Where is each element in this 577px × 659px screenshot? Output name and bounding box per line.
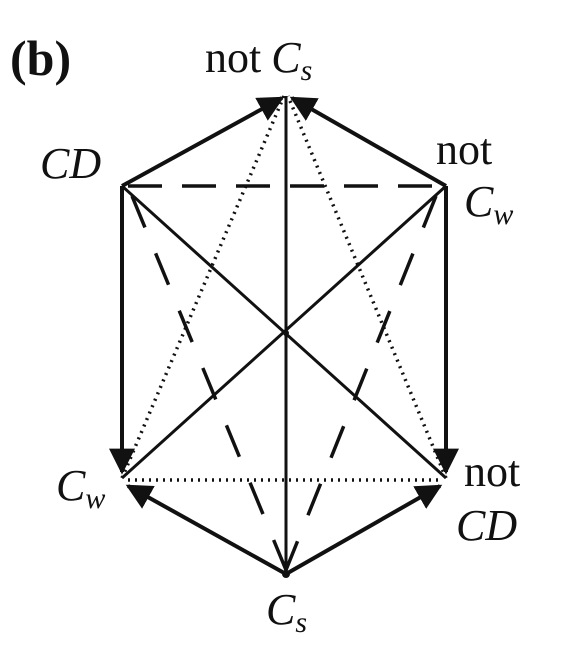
edge-not-cw-to-not-cs (289, 96, 447, 188)
edge-cw-not-cs-dotted (120, 95, 286, 479)
edge-not-cw-cs-dashed (284, 195, 438, 571)
node-label-cd: CD (40, 139, 101, 188)
node-label-not-cw-line2: Cw (464, 177, 513, 231)
edge-cs-to-not-cd (285, 484, 443, 576)
edge-cd-cs-dashed (130, 195, 288, 571)
node-label-not-cw-line1: not (436, 125, 492, 174)
node-dot-center (283, 330, 289, 336)
edge-not-cd-not-cs-dotted (286, 95, 448, 479)
panel-label: (b) (10, 30, 71, 86)
node-dot-cs (282, 570, 290, 578)
node-label-not-cd-line2: CD (456, 501, 517, 550)
node-label-not-cd-line1: not (464, 447, 520, 496)
edge-cs-to-cw (125, 484, 287, 576)
node-label-cs: Cs (266, 585, 307, 639)
edge-cd-to-not-cs (121, 96, 285, 188)
node-label-cw: Cw (56, 461, 105, 515)
